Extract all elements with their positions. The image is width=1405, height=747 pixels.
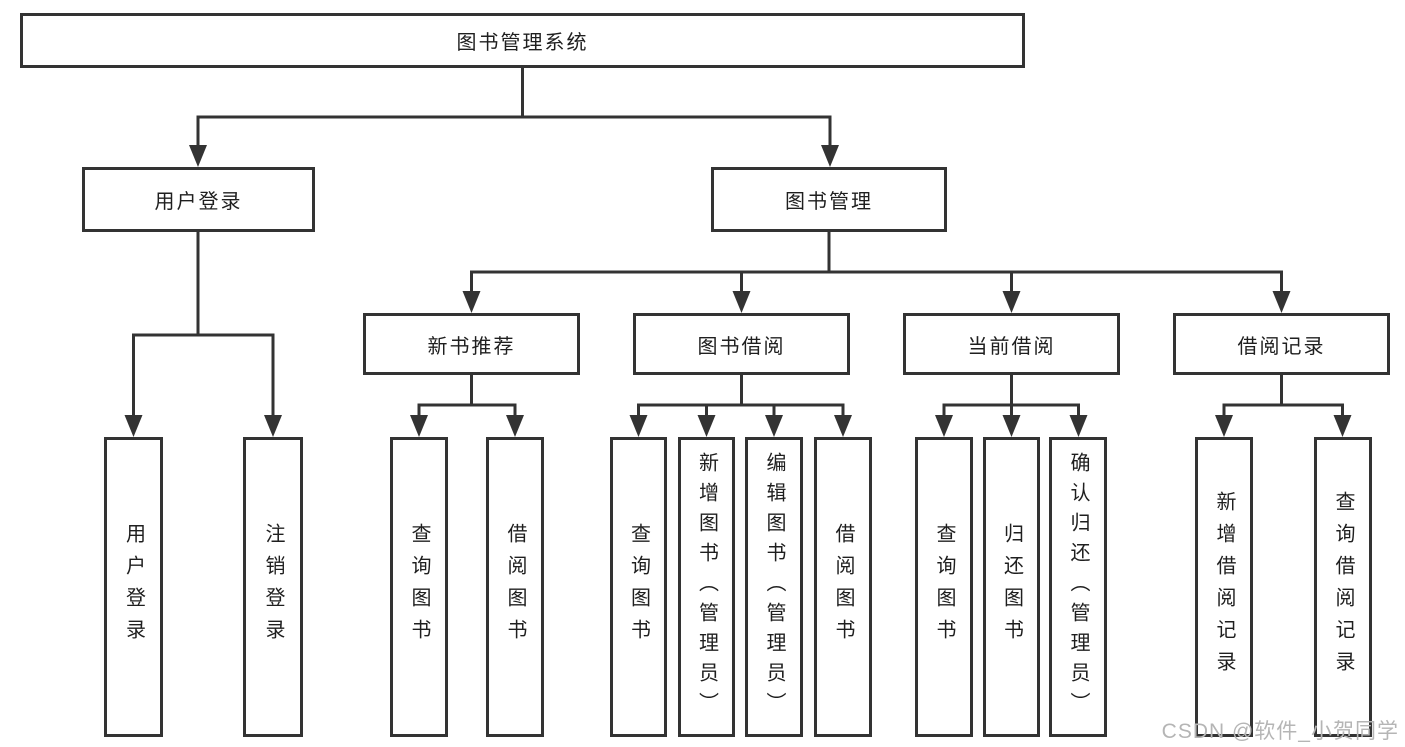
leaf-query-borrow-record: 查询借阅记录 xyxy=(1314,437,1372,737)
leaf-edit-books-admin: 编辑图书（管理员） xyxy=(745,437,803,737)
leaf-add-books-admin-label: 新增图书（管理员） xyxy=(695,452,718,722)
node-borrow-records: 借阅记录 xyxy=(1173,313,1390,375)
leaf-user-login-label: 用户登录 xyxy=(122,523,145,651)
leaf-current-query-books: 查询图书 xyxy=(915,437,973,737)
leaf-current-query-books-label: 查询图书 xyxy=(933,523,955,651)
leaf-add-books-admin: 新增图书（管理员） xyxy=(678,437,735,737)
leaf-borrow-query-books: 查询图书 xyxy=(610,437,667,737)
node-new-book-recommend: 新书推荐 xyxy=(363,313,580,375)
node-user-login: 用户登录 xyxy=(82,167,315,232)
leaf-recommend-borrow-books-label: 借阅图书 xyxy=(504,523,526,651)
leaf-add-borrow-record: 新增借阅记录 xyxy=(1195,437,1253,737)
node-book-borrow: 图书借阅 xyxy=(633,313,850,375)
leaf-add-borrow-record-label: 新增借阅记录 xyxy=(1213,491,1235,683)
leaf-borrow-books-label: 借阅图书 xyxy=(832,523,854,651)
leaf-borrow-books: 借阅图书 xyxy=(814,437,872,737)
node-book-management: 图书管理 xyxy=(711,167,947,232)
leaf-return-books: 归还图书 xyxy=(983,437,1040,737)
watermark: CSDN @软件_小贺同学 xyxy=(1161,720,1399,743)
leaf-confirm-return-admin: 确认归还（管理员） xyxy=(1049,437,1107,737)
arrowheads xyxy=(124,145,1352,437)
leaf-recommend-borrow-books: 借阅图书 xyxy=(486,437,544,737)
node-current-borrow: 当前借阅 xyxy=(903,313,1120,375)
leaf-user-login: 用户登录 xyxy=(104,437,163,737)
leaf-recommend-query-books: 查询图书 xyxy=(390,437,448,737)
leaf-logout: 注销登录 xyxy=(243,437,303,737)
leaf-edit-books-admin-label: 编辑图书（管理员） xyxy=(763,452,785,722)
leaf-query-borrow-record-label: 查询借阅记录 xyxy=(1332,491,1354,683)
node-root: 图书管理系统 xyxy=(20,13,1025,68)
leaf-confirm-return-admin-label: 确认归还（管理员） xyxy=(1067,452,1089,722)
leaf-return-books-label: 归还图书 xyxy=(1000,523,1023,651)
leaf-borrow-query-books-label: 查询图书 xyxy=(627,523,650,651)
leaf-recommend-query-books-label: 查询图书 xyxy=(408,523,430,651)
leaf-logout-label: 注销登录 xyxy=(262,523,284,651)
